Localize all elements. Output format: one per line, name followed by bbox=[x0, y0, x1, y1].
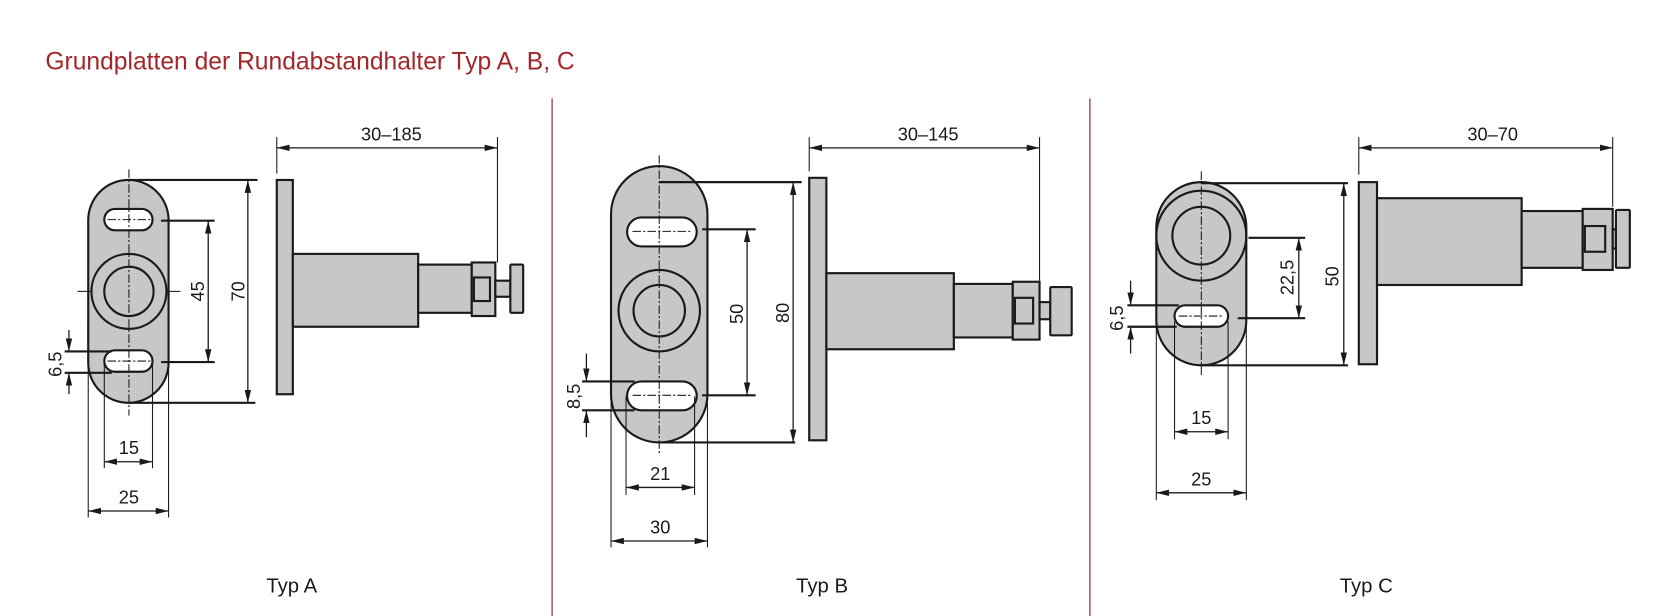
length-label: 30–145 bbox=[898, 124, 959, 144]
spacer-side-view bbox=[808, 176, 1073, 442]
type-b-label: Typ B bbox=[796, 575, 848, 597]
type-c-label: Typ C bbox=[1340, 575, 1393, 597]
type-a-drawing: 30–185 70 45 6,5 15 25 Typ A bbox=[45, 124, 525, 597]
base-plate-front-view bbox=[77, 169, 181, 416]
slot-height-label: 6,5 bbox=[45, 352, 65, 377]
hole-spacing-label: 22,5 bbox=[1277, 260, 1297, 295]
spacer-side-view bbox=[275, 178, 525, 396]
dimensions: 30–145 80 50 8,5 21 30 bbox=[564, 124, 1041, 548]
dimensions: 30–70 50 22,5 6,5 15 25 bbox=[1107, 124, 1614, 501]
plate-width-label: 25 bbox=[119, 488, 139, 508]
type-b-drawing: 30–145 80 50 8,5 21 30 Typ B bbox=[564, 124, 1073, 597]
slot-height-label: 6,5 bbox=[1107, 306, 1127, 331]
hole-spacing-label: 50 bbox=[727, 304, 747, 324]
type-a-label: Typ A bbox=[266, 575, 317, 597]
base-plate-front-view bbox=[1155, 171, 1248, 378]
dimensions: 30–185 70 45 6,5 15 25 bbox=[45, 124, 499, 518]
length-label: 30–185 bbox=[361, 124, 422, 144]
page-title: Grundplatten der Rundabstandhalter Typ A… bbox=[45, 49, 574, 76]
slot-width-label: 15 bbox=[1191, 408, 1211, 428]
spacer-side-view bbox=[1357, 181, 1631, 366]
slot-width-label: 21 bbox=[650, 464, 670, 484]
base-plate-front-view bbox=[609, 155, 709, 454]
height-label: 70 bbox=[229, 281, 249, 301]
height-label: 80 bbox=[773, 303, 793, 323]
slot-height-label: 8,5 bbox=[564, 384, 584, 409]
plate-width-label: 25 bbox=[1191, 469, 1211, 489]
height-label: 50 bbox=[1322, 266, 1342, 286]
length-label: 30–70 bbox=[1467, 124, 1518, 144]
plate-width-label: 30 bbox=[650, 518, 670, 538]
hole-spacing-label: 45 bbox=[188, 281, 208, 301]
slot-width-label: 15 bbox=[119, 438, 139, 458]
type-c-drawing: 30–70 50 22,5 6,5 15 25 Typ C bbox=[1107, 124, 1631, 597]
